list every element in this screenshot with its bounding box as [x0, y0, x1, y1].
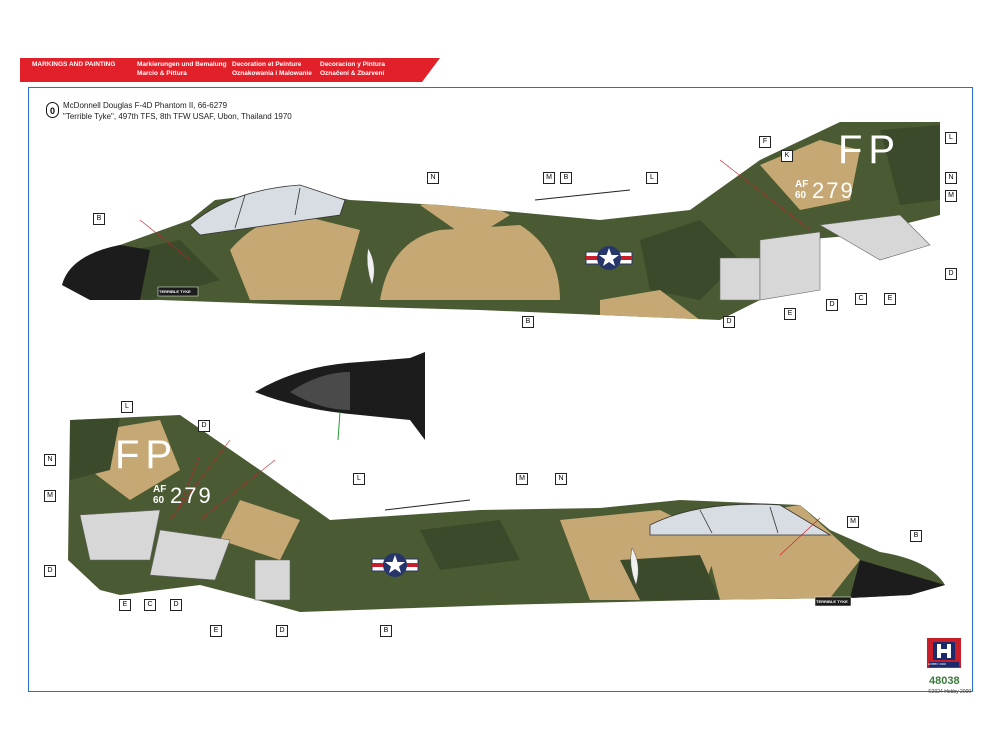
profile-title: McDonnell Douglas F-4D Phantom II, 66-62… — [63, 100, 292, 122]
callout-letter: D — [826, 299, 838, 311]
callout-letter: L — [121, 401, 133, 413]
callout-letter: B — [910, 530, 922, 542]
callout-letter: D — [44, 565, 56, 577]
callout-letter: L — [646, 172, 658, 184]
callout-letter: F — [759, 136, 771, 148]
callout-letter: M — [543, 172, 555, 184]
callout-letter: L — [945, 132, 957, 144]
profile-number-badge: 0 — [46, 102, 59, 118]
serial-prefix-top-2: 60 — [795, 190, 807, 201]
serial-number-top: 279 — [812, 178, 855, 203]
aircraft-designation: McDonnell Douglas F-4D Phantom II, 66-62… — [63, 101, 228, 110]
callout-letter: E — [119, 599, 131, 611]
callout-letter: N — [44, 454, 56, 466]
callout-letter: B — [380, 625, 392, 637]
banner-col-1: MARKINGS AND PAINTING — [32, 61, 116, 68]
national-insignia-top — [585, 246, 633, 270]
callout-letter: M — [847, 516, 859, 528]
callout-letter: D — [945, 268, 957, 280]
aircraft-unit: "Terrible Tyke", 497th TFS, 8th TFW USAF… — [63, 112, 292, 121]
tail-code-bottom: FP — [115, 433, 179, 477]
callout-letter: E — [784, 308, 796, 320]
callout-letter: K — [781, 150, 793, 162]
callout-letter: M — [945, 190, 957, 202]
callout-letter: N — [427, 172, 439, 184]
logo-label: HOBBY 2000 — [928, 662, 946, 666]
serial-prefix-top-1: AF — [795, 179, 809, 190]
content-frame — [28, 87, 973, 692]
serial-number-bottom: 279 — [170, 483, 213, 508]
callout-letter: C — [855, 293, 867, 305]
nose-art-label-bottom: TERRIBLE TYKE — [816, 599, 848, 604]
nose-art-label-top: TERRIBLE TYKE — [159, 289, 191, 294]
callout-letter: E — [210, 625, 222, 637]
callout-letter: E — [884, 293, 896, 305]
callout-letter: N — [945, 172, 957, 184]
callout-letter: D — [723, 316, 735, 328]
hobby-2000-logo — [927, 638, 961, 668]
callout-letter: B — [93, 213, 105, 225]
callout-letter: D — [276, 625, 288, 637]
callout-letter: D — [198, 420, 210, 432]
product-code: 48038 — [929, 675, 960, 687]
callout-letter: B — [560, 172, 572, 184]
national-insignia-bottom — [371, 553, 419, 577]
callout-letter: M — [516, 473, 528, 485]
callout-letter: M — [44, 490, 56, 502]
callout-letter: N — [555, 473, 567, 485]
serial-prefix-bottom-1: AF — [153, 484, 167, 495]
callout-letter: D — [170, 599, 182, 611]
callout-letter: C — [144, 599, 156, 611]
callout-letter: B — [522, 316, 534, 328]
copyright: ©2024 Hobby 2000 — [928, 689, 972, 695]
header-banner — [20, 58, 440, 82]
callout-letter: L — [353, 473, 365, 485]
tail-code-top: FP — [838, 128, 902, 172]
serial-prefix-bottom-2: 60 — [153, 495, 165, 506]
